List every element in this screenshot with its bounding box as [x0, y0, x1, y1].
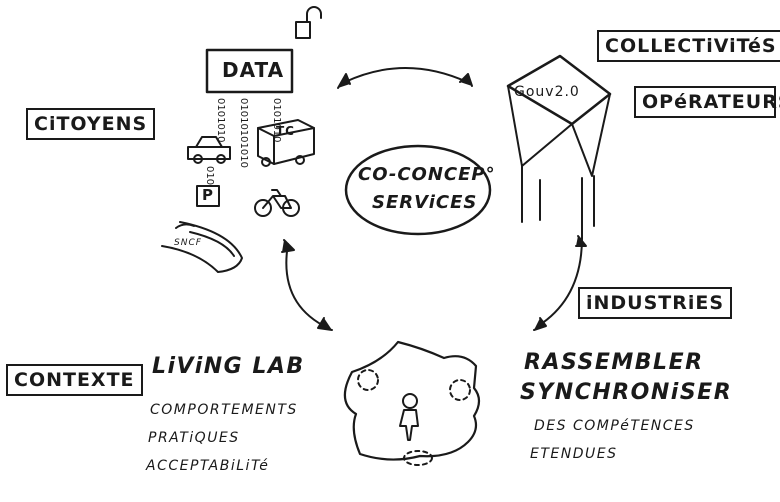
center-line-1: CO-CONCEP° — [358, 164, 496, 185]
center-line-2: SERViCES — [372, 192, 478, 213]
person-icon — [399, 393, 419, 441]
france-map — [343, 340, 481, 466]
parking-label: P — [202, 186, 214, 204]
rassembler-line-2: SYNCHRONiSER — [520, 380, 733, 405]
contexte-label: CONTEXTE — [6, 364, 143, 396]
gouv-label: Gouv2.0 — [514, 84, 580, 100]
tc-label: TC — [276, 124, 295, 138]
data-label: DATA — [222, 58, 285, 82]
binary-stream-1: 0101010 — [215, 98, 226, 143]
unlock-icon — [295, 6, 322, 39]
data-box — [205, 48, 294, 94]
bike-icon — [254, 189, 300, 217]
bus-icon — [257, 119, 315, 167]
binary-stream-3: 0101010 — [271, 98, 282, 143]
gouv-tower — [506, 54, 612, 239]
train-icon — [161, 221, 243, 273]
parking-icon — [196, 185, 220, 207]
collectivites-label: COLLECTiViTéS — [597, 30, 780, 62]
living-lab-item-2: PRATiQUES — [148, 430, 240, 446]
car-icon — [187, 136, 231, 164]
living-lab-item-3: ACCEPTABiLiTé — [146, 458, 270, 474]
citoyens-label: CiTOYENS — [26, 108, 156, 140]
binary-stream-2: 01010101010 — [238, 98, 249, 168]
sncf-label: SNCF — [174, 238, 202, 248]
living-lab-item-1: COMPORTEMENTS — [150, 402, 298, 418]
rassembler-sub-2: ETENDUES — [530, 446, 618, 462]
binary-stream-4: 010 — [204, 166, 215, 186]
rassembler-sub-1: DES COMPéTENCES — [534, 418, 695, 434]
rassembler-line-1: RASSEMBLER — [524, 350, 704, 375]
operateurs-label: OPéRATEURS — [634, 86, 780, 118]
center-ellipse — [344, 144, 492, 236]
cycle-arrows — [281, 67, 587, 331]
industries-label: iNDUSTRiES — [578, 287, 733, 319]
living-lab-title: LiViNG LAB — [152, 354, 305, 379]
